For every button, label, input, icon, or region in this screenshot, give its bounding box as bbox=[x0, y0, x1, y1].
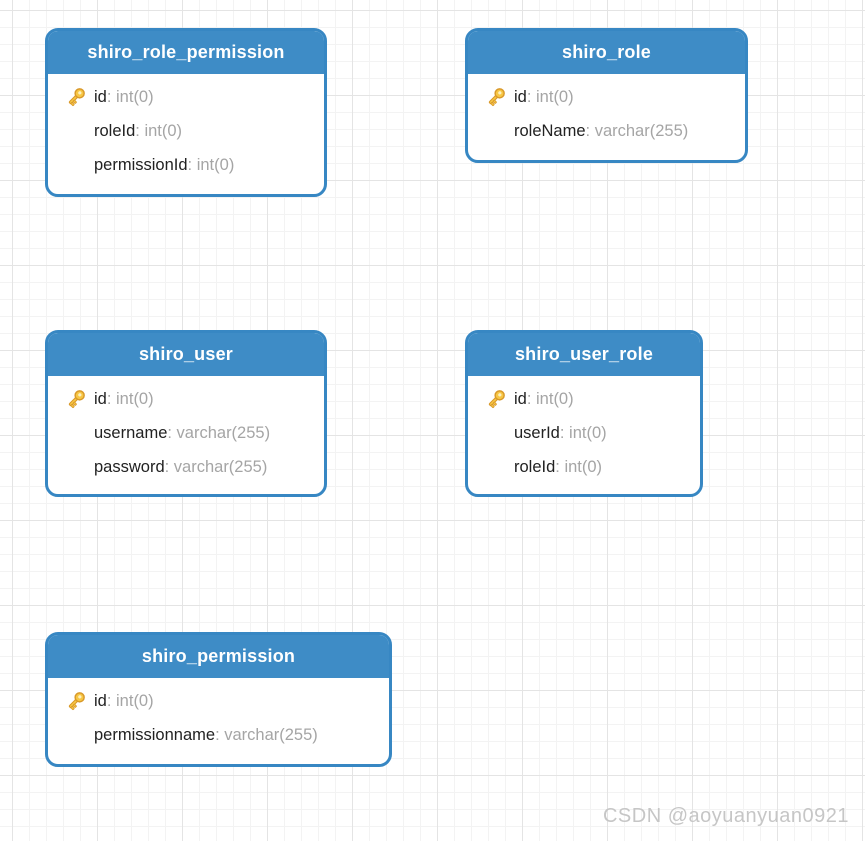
table-title: shiro_user bbox=[138, 344, 234, 364]
column-name: permissionname bbox=[94, 725, 216, 744]
table-body: id: int(0) permissionname: varchar(255) bbox=[48, 678, 389, 752]
column-row[interactable]: password: varchar(255) bbox=[48, 450, 324, 484]
column-row[interactable]: id: int(0) bbox=[48, 80, 324, 114]
table-body: id: int(0) username: varchar(255) passwo… bbox=[48, 376, 324, 484]
table-title: shiro_role_permission bbox=[87, 42, 285, 62]
table-title: shiro_permission bbox=[141, 646, 296, 666]
column-row[interactable]: userId: int(0) bbox=[468, 416, 700, 450]
column-name: id bbox=[94, 691, 107, 710]
column-row[interactable]: roleId: int(0) bbox=[48, 114, 324, 148]
column-row[interactable]: id: int(0) bbox=[48, 382, 324, 416]
column-type: : int(0) bbox=[187, 155, 235, 174]
table-title: shiro_role bbox=[561, 42, 652, 62]
column-type: : int(0) bbox=[526, 87, 574, 106]
column-type: : int(0) bbox=[106, 691, 154, 710]
column-row[interactable]: id: int(0) bbox=[48, 684, 389, 718]
column-type: : int(0) bbox=[559, 423, 607, 442]
column-type: : varchar(255) bbox=[215, 725, 318, 744]
primary-key-icon bbox=[57, 86, 94, 109]
table-card-shiro-role-permission[interactable]: shiro_role_permission id: int(0) roleId:… bbox=[45, 28, 327, 197]
column-name: id bbox=[94, 87, 107, 106]
column-type: : varchar(255) bbox=[164, 457, 268, 476]
column-name: roleId bbox=[94, 121, 136, 140]
column-type: : varchar(255) bbox=[585, 121, 689, 140]
column-row[interactable]: roleName: varchar(255) bbox=[468, 114, 745, 148]
column-name: permissionId bbox=[94, 155, 188, 174]
column-row[interactable]: permissionId: int(0) bbox=[48, 148, 324, 182]
table-title: shiro_user_role bbox=[514, 344, 654, 364]
column-type: : int(0) bbox=[106, 87, 154, 106]
column-name: username bbox=[94, 423, 168, 442]
table-body: id: int(0) roleId: int(0) permissionId: … bbox=[48, 74, 324, 182]
column-row[interactable]: id: int(0) bbox=[468, 382, 700, 416]
primary-key-icon bbox=[477, 86, 514, 109]
column-row[interactable]: username: varchar(255) bbox=[48, 416, 324, 450]
column-name: userId bbox=[514, 423, 560, 442]
primary-key-icon bbox=[57, 690, 94, 713]
table-header[interactable]: shiro_permission bbox=[48, 635, 389, 678]
column-name: password bbox=[94, 457, 165, 476]
table-header[interactable]: shiro_user bbox=[48, 333, 324, 376]
table-card-shiro-permission[interactable]: shiro_permission id: int(0) permissionna… bbox=[45, 632, 392, 767]
csdn-watermark: CSDN @aoyuanyuan0921 bbox=[602, 805, 849, 827]
column-type: : int(0) bbox=[526, 389, 574, 408]
table-body: id: int(0) roleName: varchar(255) bbox=[468, 74, 745, 148]
table-header[interactable]: shiro_user_role bbox=[468, 333, 700, 376]
column-type: : int(0) bbox=[106, 389, 154, 408]
column-row[interactable]: id: int(0) bbox=[468, 80, 745, 114]
column-name: id bbox=[94, 389, 107, 408]
table-card-shiro-user[interactable]: shiro_user id: int(0) username: varchar(… bbox=[45, 330, 327, 497]
column-name: id bbox=[514, 389, 527, 408]
table-card-shiro-user-role[interactable]: shiro_user_role id: int(0) userId: int(0… bbox=[465, 330, 703, 497]
table-header[interactable]: shiro_role_permission bbox=[48, 31, 324, 74]
table-header[interactable]: shiro_role bbox=[468, 31, 745, 74]
column-name: roleId bbox=[514, 457, 556, 476]
table-body: id: int(0) userId: int(0) roleId: int(0) bbox=[468, 376, 700, 484]
column-type: : varchar(255) bbox=[167, 423, 271, 442]
column-name: id bbox=[514, 87, 527, 106]
primary-key-icon bbox=[57, 388, 94, 411]
column-type: : int(0) bbox=[135, 121, 183, 140]
column-row[interactable]: roleId: int(0) bbox=[468, 450, 700, 484]
column-name: roleName bbox=[514, 121, 586, 140]
primary-key-icon bbox=[477, 388, 514, 411]
column-row[interactable]: permissionname: varchar(255) bbox=[48, 718, 389, 752]
column-type: : int(0) bbox=[555, 457, 603, 476]
table-card-shiro-role[interactable]: shiro_role id: int(0) roleName: varchar(… bbox=[465, 28, 748, 163]
